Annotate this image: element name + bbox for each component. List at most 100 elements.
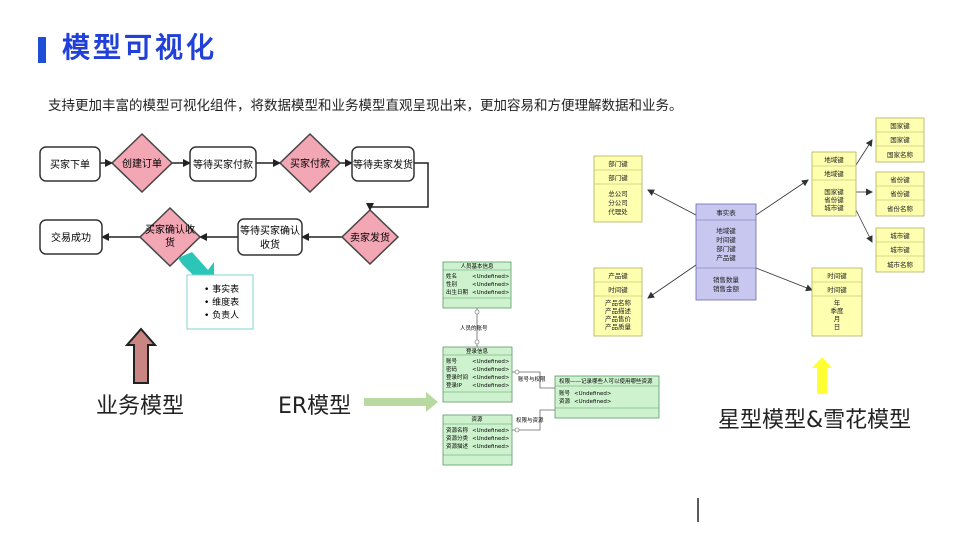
svg-text:密码: 密码 bbox=[446, 365, 458, 373]
er-entity-resource: 资源 资源名称<Undefined> 资源分类<Undefined> 资源描述<… bbox=[442, 414, 513, 466]
svg-text:城市键: 城市键 bbox=[890, 245, 910, 254]
svg-text:销售金额: 销售金额 bbox=[713, 284, 740, 293]
svg-text:时间键: 时间键 bbox=[716, 235, 736, 244]
svg-text:分公司: 分公司 bbox=[608, 198, 628, 207]
svg-text:<Undefined>: <Undefined> bbox=[472, 290, 510, 296]
flow-info-list-item: • 事实表 bbox=[204, 283, 239, 295]
flow-diamond-seller-ship bbox=[340, 208, 400, 266]
flow-info-list-box bbox=[186, 274, 254, 330]
star-fact-title: 事实表 bbox=[716, 208, 736, 217]
er-entity-title: 登录信息 bbox=[466, 347, 489, 355]
svg-text:季度: 季度 bbox=[831, 306, 845, 315]
er-relation-label: 权限与资源 bbox=[516, 416, 544, 424]
svg-text:登录时间: 登录时间 bbox=[446, 373, 468, 381]
svg-text:地域键: 地域键 bbox=[824, 169, 844, 178]
svg-text:出生日期: 出生日期 bbox=[446, 288, 469, 296]
svg-text:<Undefined>: <Undefined> bbox=[472, 428, 510, 434]
svg-text:年: 年 bbox=[834, 298, 841, 307]
svg-text:<Undefined>: <Undefined> bbox=[574, 391, 612, 397]
svg-text:<Undefined>: <Undefined> bbox=[472, 383, 510, 389]
svg-text:产品键: 产品键 bbox=[608, 271, 628, 280]
svg-text:国家键: 国家键 bbox=[890, 135, 910, 144]
title-accent-bar bbox=[38, 37, 46, 63]
star-dim-time: 时间键 时间键 年 季度 月 日 bbox=[811, 267, 863, 337]
svg-text:登录IP: 登录IP bbox=[446, 381, 463, 389]
yellow-up-arrow-icon bbox=[812, 357, 832, 394]
svg-text:时间键: 时间键 bbox=[827, 285, 847, 294]
svg-text:国家键: 国家键 bbox=[824, 187, 844, 196]
flow-node-wait-buyer-confirm-line1: 等待买家确认 bbox=[240, 224, 300, 237]
er-relation-label: 账号与权限 bbox=[518, 375, 546, 383]
svg-text:产品售价: 产品售价 bbox=[605, 314, 632, 323]
brown-up-arrow-icon bbox=[124, 327, 158, 384]
green-right-arrow-icon bbox=[364, 392, 438, 412]
flow-diamond-buyer-confirm-line2: 货 bbox=[165, 236, 175, 249]
flow-diamond-buyer-pay bbox=[278, 132, 342, 194]
svg-text:地域键: 地域键 bbox=[716, 226, 736, 235]
svg-text:账号: 账号 bbox=[446, 357, 458, 365]
flow-node-wait-buyer-confirm bbox=[237, 218, 303, 256]
star-dim-dept: 部门键 部门键 总公司 分公司 代理处 bbox=[593, 155, 643, 223]
svg-text:省份键: 省份键 bbox=[890, 175, 910, 184]
flow-info-list-item: • 维度表 bbox=[204, 296, 239, 308]
star-dim-product: 产品键 时间键 产品名称 产品描述 产品售价 产品质量 bbox=[593, 267, 643, 337]
star-fact-table: 事实表 地域键 时间键 部门键 产品键 销售数量 销售金额 bbox=[695, 203, 757, 301]
svg-text:<Undefined>: <Undefined> bbox=[472, 274, 510, 280]
svg-text:部门键: 部门键 bbox=[716, 244, 736, 253]
flow-diamond-create-order-label: 创建订单 bbox=[122, 157, 162, 170]
snowflake-dim-country: 国家键 国家键 国家名称 bbox=[875, 117, 925, 163]
svg-text:<Undefined>: <Undefined> bbox=[472, 375, 510, 381]
business-model-label: 业务模型 bbox=[96, 394, 185, 419]
svg-text:城市名称: 城市名称 bbox=[887, 260, 914, 269]
svg-text:资源描述: 资源描述 bbox=[446, 442, 469, 450]
svg-text:地域键: 地域键 bbox=[824, 155, 844, 164]
flow-node-wait-buyer-pay-label: 等待买家付款 bbox=[193, 158, 253, 171]
flow-node-buyer-order bbox=[39, 146, 101, 182]
svg-text:<Undefined>: <Undefined> bbox=[472, 359, 510, 365]
flow-node-deal-success-label: 交易成功 bbox=[51, 231, 91, 244]
svg-text:时间键: 时间键 bbox=[608, 285, 628, 294]
svg-text:<Undefined>: <Undefined> bbox=[472, 367, 510, 373]
flow-node-buyer-order-label: 买家下单 bbox=[50, 158, 90, 171]
svg-text:国家键: 国家键 bbox=[890, 121, 910, 130]
snowflake-dim-province: 省份键 省份键 省份名称 bbox=[875, 171, 925, 217]
page-subtitle: 支持更加丰富的模型可视化组件，将数据模型和业务模型直观呈现出来，更加容易和方便理… bbox=[48, 98, 683, 114]
svg-text:产品质量: 产品质量 bbox=[605, 322, 632, 331]
svg-text:资源: 资源 bbox=[559, 397, 571, 405]
star-model-label: 星型模型&雪花模型 bbox=[718, 408, 912, 433]
svg-text:日: 日 bbox=[834, 323, 841, 331]
page-title: 模型可视化 bbox=[62, 31, 218, 64]
svg-text:<Undefined>: <Undefined> bbox=[574, 399, 612, 405]
svg-text:姓名: 姓名 bbox=[446, 272, 457, 280]
business-flow-diagram: 买家下单 创建订单 等待买家付款 买家付款 等待卖家发货 卖家发货 等待买家确认… bbox=[39, 132, 429, 330]
svg-text:产品名称: 产品名称 bbox=[605, 298, 632, 307]
svg-text:性别: 性别 bbox=[446, 280, 457, 288]
flow-node-wait-seller-ship-label: 等待卖家发货 bbox=[353, 158, 413, 171]
er-entity-permission: 权限——记录哪些人可以使用哪些资源 账号<Undefined> 资源<Undef… bbox=[554, 375, 660, 419]
er-entity-person: 人员基本信息 姓名<Undefined> 性别<Undefined> 出生日期<… bbox=[442, 261, 512, 309]
svg-text:城市键: 城市键 bbox=[890, 231, 910, 240]
er-relation-label: 人员的账号 bbox=[460, 324, 488, 332]
snowflake-dim-city: 城市键 城市键 城市名称 bbox=[875, 227, 925, 273]
er-diagram: 人员的账号 账号与权限 权限与资源 人员基本信息 姓名<Undefined> 性… bbox=[442, 261, 660, 466]
svg-text:资源名称: 资源名称 bbox=[446, 426, 469, 434]
svg-text:总公司: 总公司 bbox=[608, 189, 628, 198]
svg-text:城市键: 城市键 bbox=[824, 203, 844, 212]
flow-diamond-seller-ship-label: 卖家发货 bbox=[350, 231, 390, 244]
er-entity-title: 权限——记录哪些人可以使用哪些资源 bbox=[559, 377, 653, 385]
star-dim-region: 地域键 地域键 国家键 省份键 城市键 bbox=[811, 151, 857, 217]
svg-text:资源分类: 资源分类 bbox=[446, 434, 469, 442]
er-model-label: ER模型 bbox=[278, 394, 352, 419]
flow-diamond-buyer-confirm-line1: 买家确认收 bbox=[145, 223, 195, 236]
svg-text:产品描述: 产品描述 bbox=[605, 306, 632, 315]
svg-text:销售数量: 销售数量 bbox=[713, 275, 740, 284]
flow-diamond-create-order bbox=[110, 132, 174, 194]
flow-node-wait-seller-ship bbox=[351, 146, 415, 182]
svg-text:<Undefined>: <Undefined> bbox=[472, 436, 510, 442]
star-schema-diagram: 事实表 地域键 时间键 部门键 产品键 销售数量 销售金额 部门键 部门键 总公… bbox=[593, 117, 925, 337]
flow-info-list-item: • 负责人 bbox=[204, 309, 239, 321]
flow-node-wait-buyer-confirm-line2: 收货 bbox=[260, 238, 280, 251]
svg-text:<Undefined>: <Undefined> bbox=[472, 282, 510, 288]
flow-node-wait-buyer-pay bbox=[189, 146, 257, 182]
